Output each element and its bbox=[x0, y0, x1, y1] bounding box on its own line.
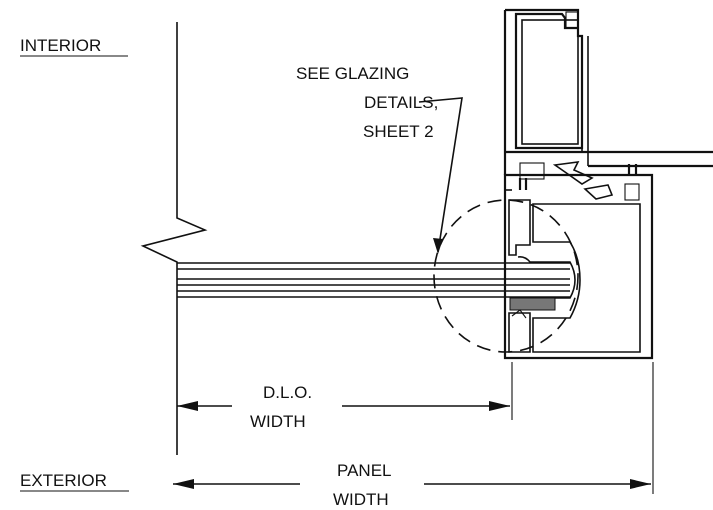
callout-text-line1: SEE GLAZING bbox=[296, 64, 409, 83]
frame-profile bbox=[503, 8, 713, 360]
dlo-label-line1: D.L.O. bbox=[263, 383, 312, 402]
break-line bbox=[140, 22, 208, 455]
insulated-glass-unit bbox=[177, 256, 576, 299]
panel-label-line2: WIDTH bbox=[333, 490, 389, 509]
interior-label: INTERIOR bbox=[20, 36, 101, 55]
callout-text-line3: SHEET 2 bbox=[363, 122, 434, 141]
panel-label-line1: PANEL bbox=[337, 461, 392, 480]
callout-leader bbox=[418, 97, 463, 253]
dlo-width-dimension bbox=[177, 401, 510, 411]
dlo-label-line2: WIDTH bbox=[250, 412, 306, 431]
detail-callout-circle bbox=[433, 199, 579, 353]
callout-arrowhead bbox=[433, 238, 443, 254]
panel-width-dimension bbox=[173, 479, 651, 489]
exterior-label: EXTERIOR bbox=[20, 471, 107, 490]
callout-text-line2: DETAILS, bbox=[364, 93, 438, 112]
